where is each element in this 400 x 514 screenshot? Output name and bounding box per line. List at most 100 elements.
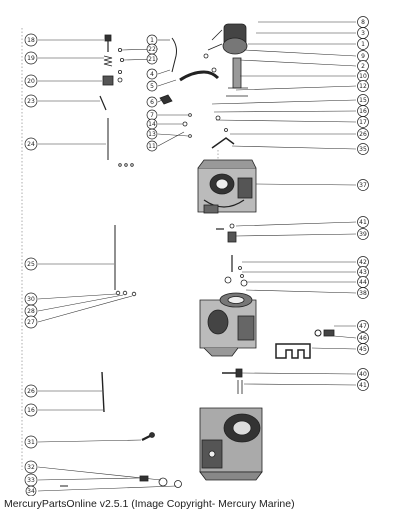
callouts-right: 8 3 1 9 2 10 12 15 16 17 26 35 37 41 39 … xyxy=(357,16,369,391)
callout: 10 xyxy=(357,70,369,82)
mid-needle-parts xyxy=(216,223,248,287)
svg-text:11: 11 xyxy=(148,143,156,150)
callout: 7 xyxy=(146,109,158,121)
svg-text:1: 1 xyxy=(361,41,365,48)
part-24-rod xyxy=(107,118,134,167)
svg-text:19: 19 xyxy=(27,55,35,62)
callout: 32 xyxy=(24,460,38,474)
leader-lines xyxy=(37,21,357,492)
svg-text:23: 23 xyxy=(27,98,35,105)
svg-text:16: 16 xyxy=(359,108,367,115)
svg-text:42: 42 xyxy=(359,259,367,266)
exploded-parts-diagram: 18 19 20 23 24 25 30 28 27 26 16 31 32 3… xyxy=(21,16,369,496)
callout: 40 xyxy=(357,368,369,380)
callout: 26 xyxy=(357,128,369,140)
callout: 35 xyxy=(357,143,369,155)
svg-text:4: 4 xyxy=(150,71,154,78)
callout: 41 xyxy=(357,379,369,391)
callout: 44 xyxy=(357,276,369,288)
svg-text:7: 7 xyxy=(150,112,154,119)
carburetor-body-1 xyxy=(197,159,257,214)
callout: 25 xyxy=(24,257,38,271)
callout: 43 xyxy=(357,266,369,278)
callout: 8 xyxy=(357,16,369,28)
svg-text:13: 13 xyxy=(148,131,156,138)
svg-text:17: 17 xyxy=(359,119,367,126)
callout: 34 xyxy=(25,485,37,496)
part-19-spring xyxy=(103,55,113,67)
callout: 15 xyxy=(357,94,369,106)
callout: 37 xyxy=(357,179,369,191)
svg-text:10: 10 xyxy=(359,73,367,80)
callout: 38 xyxy=(357,287,369,299)
svg-text:12: 12 xyxy=(359,83,367,90)
svg-text:18: 18 xyxy=(27,37,35,44)
choke-assembly xyxy=(203,23,248,149)
svg-text:35: 35 xyxy=(359,146,367,153)
callout: 22 xyxy=(146,43,158,55)
callout: 45 xyxy=(357,343,369,355)
callout: 23 xyxy=(24,94,38,108)
svg-text:6: 6 xyxy=(150,99,154,106)
svg-text:33: 33 xyxy=(27,477,35,484)
svg-text:43: 43 xyxy=(359,269,367,276)
svg-text:26: 26 xyxy=(359,131,367,138)
svg-text:31: 31 xyxy=(27,439,35,446)
svg-text:47: 47 xyxy=(359,323,367,330)
svg-text:15: 15 xyxy=(359,97,367,104)
svg-text:45: 45 xyxy=(359,346,367,353)
part-13-ring xyxy=(182,121,188,127)
part-22-washer xyxy=(118,48,123,53)
callout: 19 xyxy=(24,51,38,65)
svg-text:2: 2 xyxy=(361,63,365,70)
part-23-pin xyxy=(99,95,107,111)
svg-text:21: 21 xyxy=(148,56,156,63)
callout: 41 xyxy=(357,216,369,228)
callout: 1 xyxy=(357,38,369,50)
svg-text:14: 14 xyxy=(148,121,156,128)
callout: 16 xyxy=(24,403,38,417)
part-21-washer xyxy=(120,58,125,63)
callout: 5 xyxy=(146,80,158,92)
svg-text:34: 34 xyxy=(27,488,35,495)
svg-text:41: 41 xyxy=(359,219,367,226)
part-45-46-47-fittings xyxy=(275,329,335,359)
svg-text:46: 46 xyxy=(359,335,367,342)
assembly-guide-lines xyxy=(21,28,219,470)
callout: 18 xyxy=(24,33,38,47)
part-32-33-34-hardware xyxy=(60,475,182,488)
callout: 12 xyxy=(357,80,369,92)
svg-text:44: 44 xyxy=(359,279,367,286)
svg-text:1: 1 xyxy=(150,37,154,44)
svg-text:8: 8 xyxy=(361,19,365,26)
callout: 16 xyxy=(357,105,369,117)
svg-text:38: 38 xyxy=(359,290,367,297)
svg-text:26: 26 xyxy=(27,388,35,395)
part-31-screw xyxy=(141,432,155,441)
callout: 20 xyxy=(24,74,38,88)
part-18-screw xyxy=(104,34,112,52)
callouts-center: 1 22 21 4 5 6 7 14 13 11 xyxy=(146,34,158,152)
callout: 26 xyxy=(24,384,38,398)
svg-text:9: 9 xyxy=(361,53,365,60)
part-26-needle xyxy=(101,371,105,413)
callout: 3 xyxy=(357,27,369,39)
copyright-footer: MercuryPartsOnline v2.5.1 (Image Copyrig… xyxy=(4,498,295,510)
callout: 21 xyxy=(146,53,158,65)
carburetor-body-2 xyxy=(199,292,257,357)
svg-text:37: 37 xyxy=(359,182,367,189)
callout: 4 xyxy=(146,68,158,80)
svg-text:5: 5 xyxy=(150,83,154,90)
callout: 46 xyxy=(357,332,369,344)
svg-text:24: 24 xyxy=(27,141,35,148)
callout: 47 xyxy=(357,320,369,332)
part-14-hose xyxy=(179,70,220,82)
svg-text:3: 3 xyxy=(361,30,365,37)
callout: 11 xyxy=(146,140,158,152)
svg-text:22: 22 xyxy=(148,46,156,53)
center-parts xyxy=(118,37,220,138)
svg-text:39: 39 xyxy=(359,231,367,238)
callout: 14 xyxy=(146,118,158,130)
part-6-fitting xyxy=(159,94,173,105)
callouts-left: 18 19 20 23 24 25 30 28 27 26 16 31 32 3… xyxy=(24,33,38,496)
